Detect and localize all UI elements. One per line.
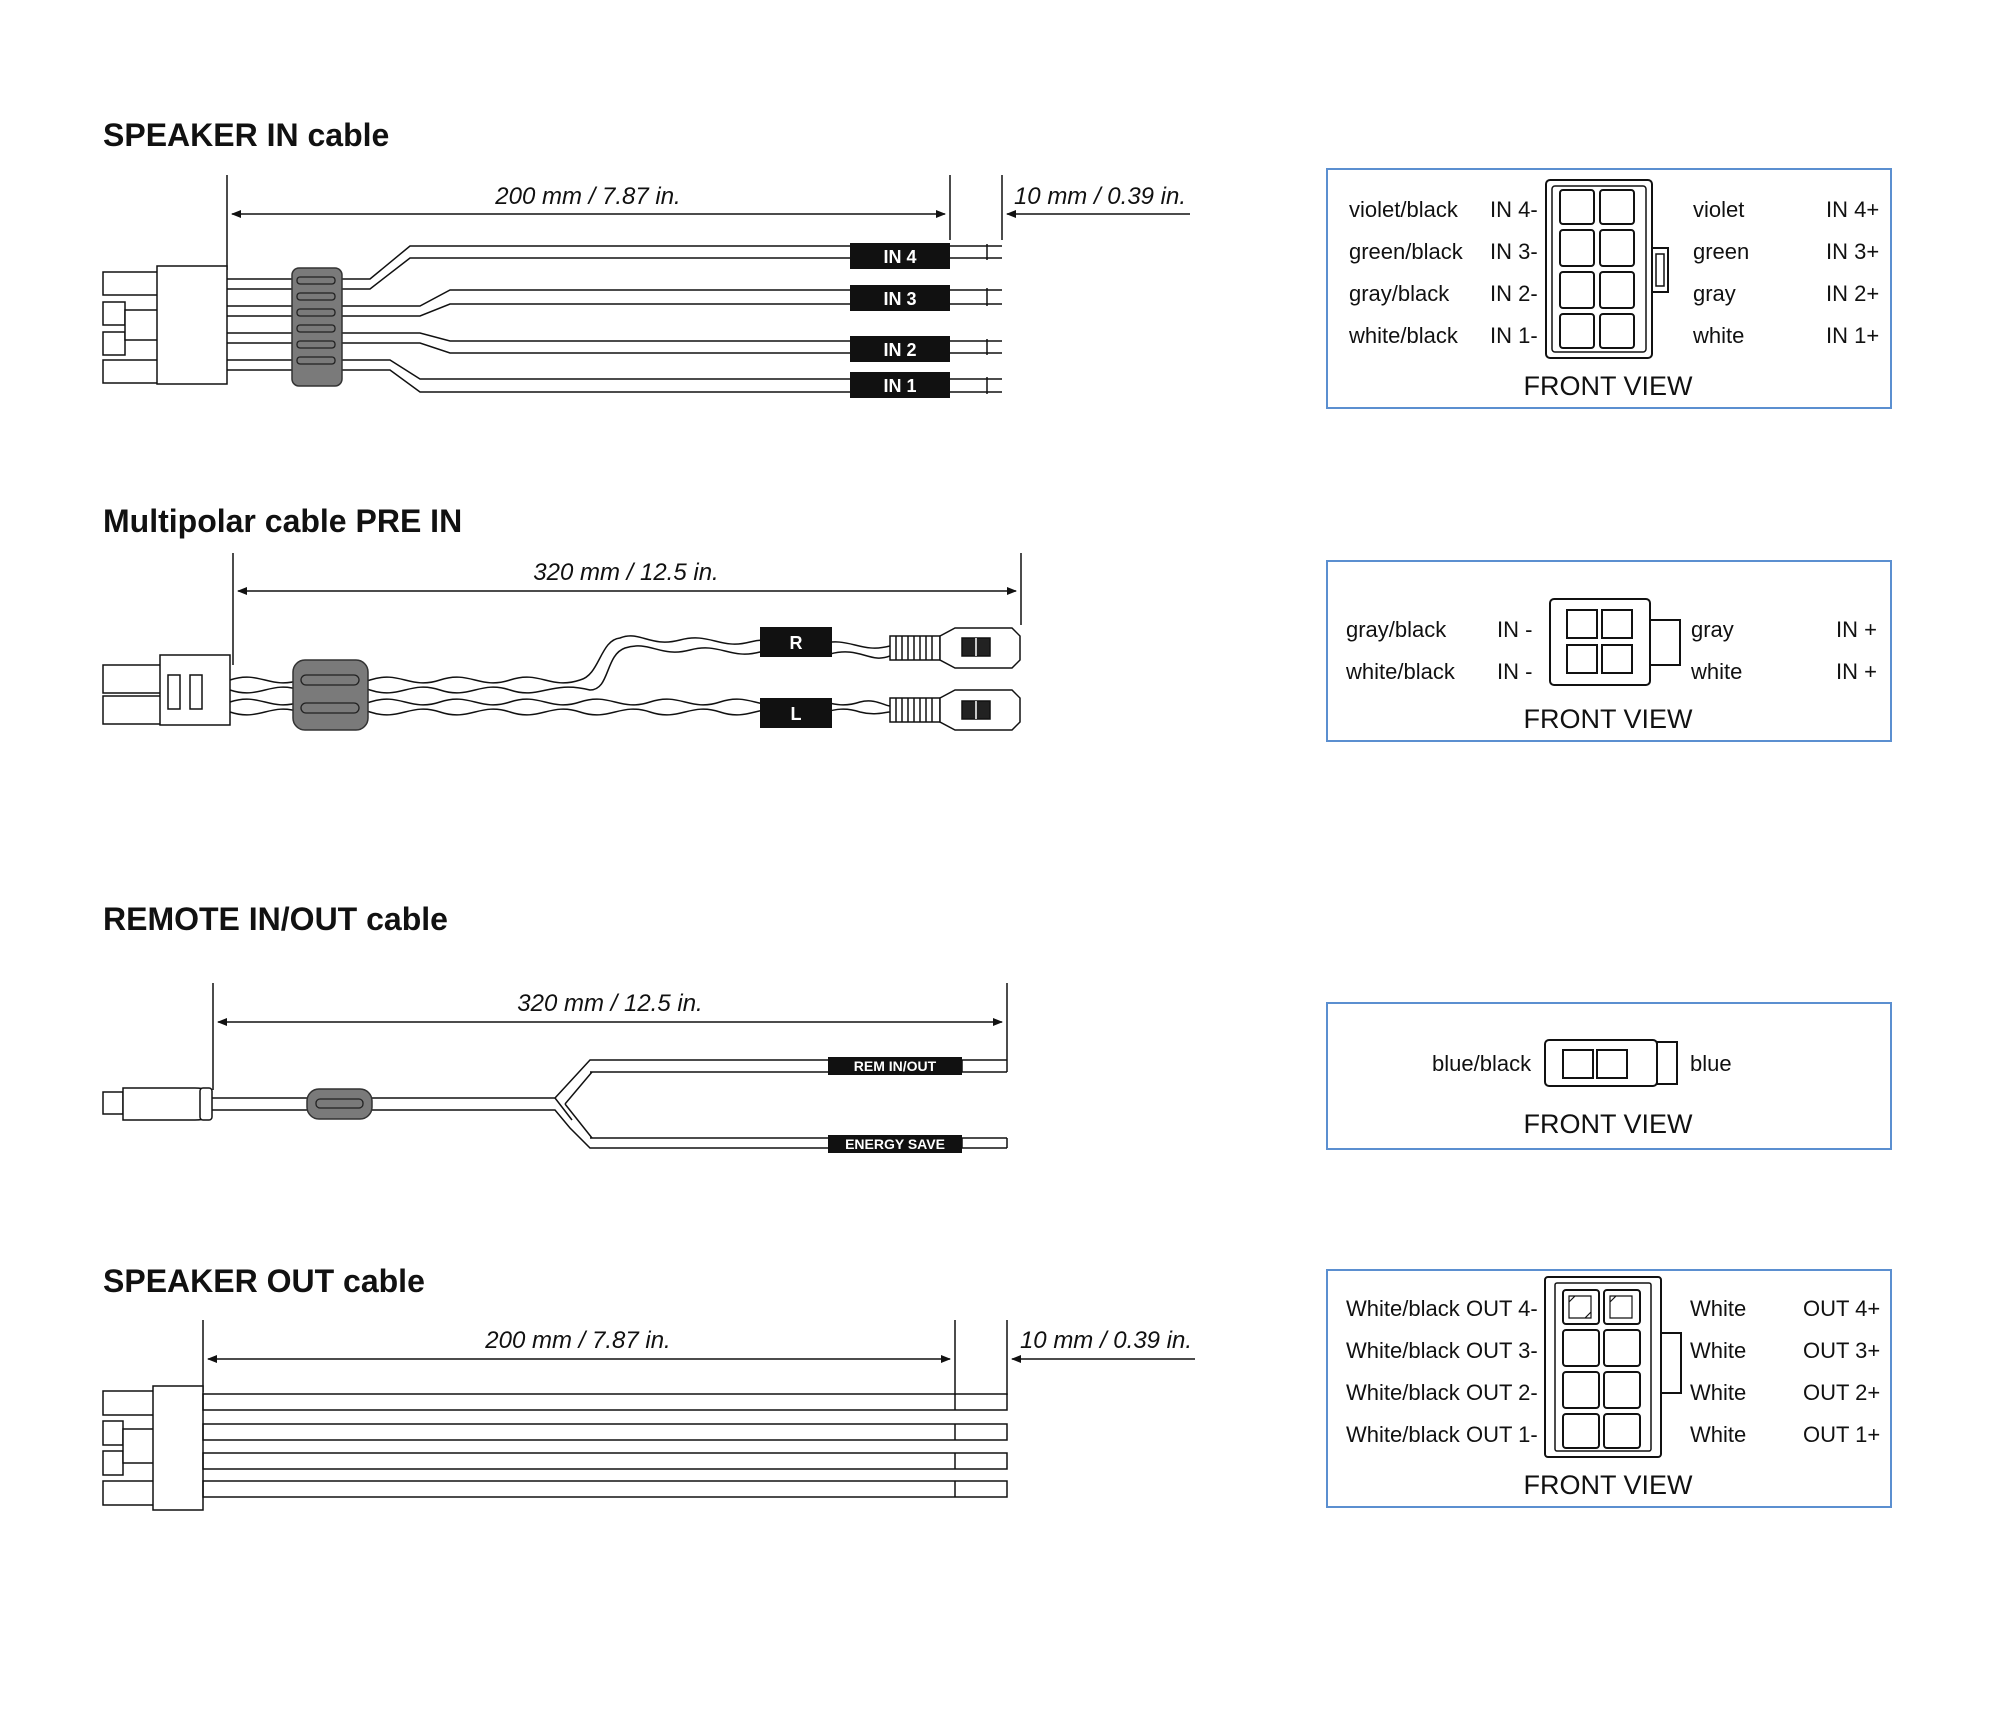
svg-text:IN 2+: IN 2+ bbox=[1826, 281, 1879, 306]
svg-text:White: White bbox=[1690, 1422, 1746, 1447]
svg-text:IN +: IN + bbox=[1836, 617, 1877, 642]
remote-cable-drawing: 320 mm / 12.5 in. REM IN/OUT bbox=[102, 983, 1008, 1153]
speaker-in-front-view: violet/black green/black gray/black whit… bbox=[1326, 168, 1892, 409]
pre-in-title: Multipolar cable PRE IN bbox=[103, 503, 463, 539]
svg-text:R: R bbox=[790, 633, 803, 653]
dimension-label: 320 mm / 12.5 in. bbox=[517, 990, 702, 1017]
svg-text:White/black: White/black bbox=[1346, 1338, 1461, 1363]
svg-text:IN 1+: IN 1+ bbox=[1826, 323, 1879, 348]
speaker-out-wires bbox=[202, 1393, 1008, 1498]
svg-text:white: white bbox=[1690, 659, 1742, 684]
svg-text:gray: gray bbox=[1693, 281, 1736, 306]
rca-plug-l bbox=[889, 689, 1021, 731]
svg-text:gray: gray bbox=[1691, 617, 1734, 642]
svg-text:IN 4-: IN 4- bbox=[1490, 197, 1538, 222]
wire-tag-in1: IN 1 bbox=[850, 372, 950, 398]
svg-text:ENERGY SAVE: ENERGY SAVE bbox=[845, 1136, 945, 1152]
connector-face-2pin bbox=[1544, 1039, 1678, 1087]
front-view-label: FRONT VIEW bbox=[1523, 1109, 1693, 1139]
dimension-label: 200 mm / 7.87 in. bbox=[484, 1327, 670, 1354]
svg-text:violet: violet bbox=[1693, 197, 1744, 222]
svg-text:gray/black: gray/black bbox=[1349, 281, 1450, 306]
strip-dimension-label: 10 mm / 0.39 in. bbox=[1020, 1327, 1192, 1354]
svg-text:IN 1: IN 1 bbox=[883, 376, 916, 396]
svg-text:IN -: IN - bbox=[1497, 659, 1532, 684]
svg-text:White/black: White/black bbox=[1346, 1422, 1461, 1447]
remote-plug bbox=[102, 1087, 213, 1121]
speaker-out-plug bbox=[102, 1385, 204, 1511]
svg-text:IN 2-: IN 2- bbox=[1490, 281, 1538, 306]
speaker-out-title: SPEAKER OUT cable bbox=[103, 1263, 425, 1299]
pre-in-front-view: gray/black white/black IN - IN - gray wh… bbox=[1326, 560, 1892, 742]
strip-dimension-label: 10 mm / 0.39 in. bbox=[1014, 183, 1186, 210]
front-view-label: FRONT VIEW bbox=[1523, 704, 1693, 734]
svg-text:gray/black: gray/black bbox=[1346, 617, 1447, 642]
svg-text:violet/black: violet/black bbox=[1349, 197, 1459, 222]
svg-text:OUT 3-: OUT 3- bbox=[1466, 1338, 1538, 1363]
svg-text:IN -: IN - bbox=[1497, 617, 1532, 642]
svg-text:green/black: green/black bbox=[1349, 239, 1464, 264]
channel-tag-l: L bbox=[760, 698, 832, 728]
svg-text:blue: blue bbox=[1690, 1051, 1732, 1076]
ferrite-core bbox=[292, 659, 369, 731]
svg-text:L: L bbox=[791, 704, 802, 724]
svg-text:OUT 3+: OUT 3+ bbox=[1803, 1338, 1880, 1363]
svg-text:IN 3-: IN 3- bbox=[1490, 239, 1538, 264]
svg-text:White/black: White/black bbox=[1346, 1380, 1461, 1405]
pre-in-plug bbox=[102, 654, 231, 726]
svg-text:IN +: IN + bbox=[1836, 659, 1877, 684]
svg-text:white/black: white/black bbox=[1348, 323, 1459, 348]
svg-text:White/black: White/black bbox=[1346, 1296, 1461, 1321]
speaker-out-front-view: White/black White/black White/black Whit… bbox=[1326, 1269, 1892, 1508]
svg-text:IN 3+: IN 3+ bbox=[1826, 239, 1879, 264]
connector-face-8pin-out bbox=[1544, 1276, 1682, 1458]
svg-text:White: White bbox=[1690, 1296, 1746, 1321]
connector-face-8pin bbox=[1545, 179, 1669, 359]
speaker-in-cable-drawing: 200 mm / 7.87 in. 10 mm / 0.39 in. bbox=[102, 175, 1190, 398]
wire-tag-in2: IN 2 bbox=[850, 336, 950, 362]
svg-text:white/black: white/black bbox=[1345, 659, 1456, 684]
svg-text:green: green bbox=[1693, 239, 1749, 264]
dimension-label: 320 mm / 12.5 in. bbox=[533, 559, 718, 586]
svg-text:OUT 2-: OUT 2- bbox=[1466, 1380, 1538, 1405]
svg-text:REM IN/OUT: REM IN/OUT bbox=[854, 1058, 937, 1074]
ferrite-core bbox=[291, 267, 343, 387]
wire-tag-in4: IN 4 bbox=[850, 243, 950, 269]
remote-front-view: blue/black blue FRONT VIEW bbox=[1326, 1002, 1892, 1150]
svg-text:IN 4+: IN 4+ bbox=[1826, 197, 1879, 222]
svg-text:OUT 1-: OUT 1- bbox=[1466, 1422, 1538, 1447]
speaker-in-plug bbox=[102, 265, 228, 385]
rca-plug-r bbox=[889, 627, 1021, 669]
dimension-label: 200 mm / 7.87 in. bbox=[494, 183, 680, 210]
ferrite-core bbox=[306, 1088, 373, 1120]
svg-text:IN 3: IN 3 bbox=[883, 289, 916, 309]
svg-text:OUT 4-: OUT 4- bbox=[1466, 1296, 1538, 1321]
svg-text:OUT 4+: OUT 4+ bbox=[1803, 1296, 1880, 1321]
speaker-out-cable-drawing: 200 mm / 7.87 in. 10 mm / 0.39 in. bbox=[102, 1320, 1195, 1511]
svg-text:IN 1-: IN 1- bbox=[1490, 323, 1538, 348]
wire-tag-energy-save: ENERGY SAVE bbox=[828, 1135, 962, 1153]
wire-tag-rem-in-out: REM IN/OUT bbox=[828, 1057, 962, 1075]
svg-text:IN 2: IN 2 bbox=[883, 340, 916, 360]
remote-title: REMOTE IN/OUT cable bbox=[103, 901, 448, 937]
svg-text:OUT 2+: OUT 2+ bbox=[1803, 1380, 1880, 1405]
svg-text:IN 4: IN 4 bbox=[883, 247, 916, 267]
svg-text:White: White bbox=[1690, 1338, 1746, 1363]
svg-text:OUT 1+: OUT 1+ bbox=[1803, 1422, 1880, 1447]
front-view-label: FRONT VIEW bbox=[1523, 1470, 1693, 1500]
speaker-in-title: SPEAKER IN cable bbox=[103, 117, 390, 153]
connector-face-4pin bbox=[1549, 598, 1681, 686]
svg-text:blue/black: blue/black bbox=[1432, 1051, 1532, 1076]
pre-in-cable-drawing: 320 mm / 12.5 in. bbox=[102, 553, 1022, 731]
svg-text:White: White bbox=[1690, 1380, 1746, 1405]
svg-text:white: white bbox=[1692, 323, 1744, 348]
front-view-label: FRONT VIEW bbox=[1523, 371, 1693, 401]
channel-tag-r: R bbox=[760, 627, 832, 657]
wire-tag-in3: IN 3 bbox=[850, 285, 950, 311]
